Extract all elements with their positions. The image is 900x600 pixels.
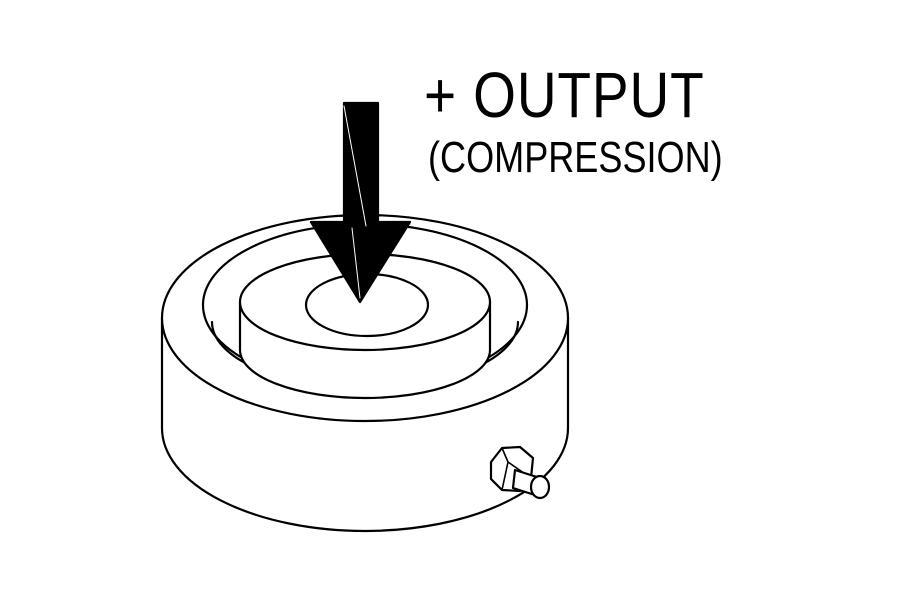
connector bbox=[489, 445, 551, 500]
force-arrow bbox=[309, 101, 412, 304]
output-polarity-label: + OUTPUT bbox=[424, 59, 705, 131]
load-direction-label: (COMPRESSION) bbox=[428, 133, 723, 182]
connector-barrel-end bbox=[529, 474, 551, 500]
force-arrow-shape bbox=[309, 101, 412, 304]
force-arrow-highlight bbox=[343, 105, 367, 299]
